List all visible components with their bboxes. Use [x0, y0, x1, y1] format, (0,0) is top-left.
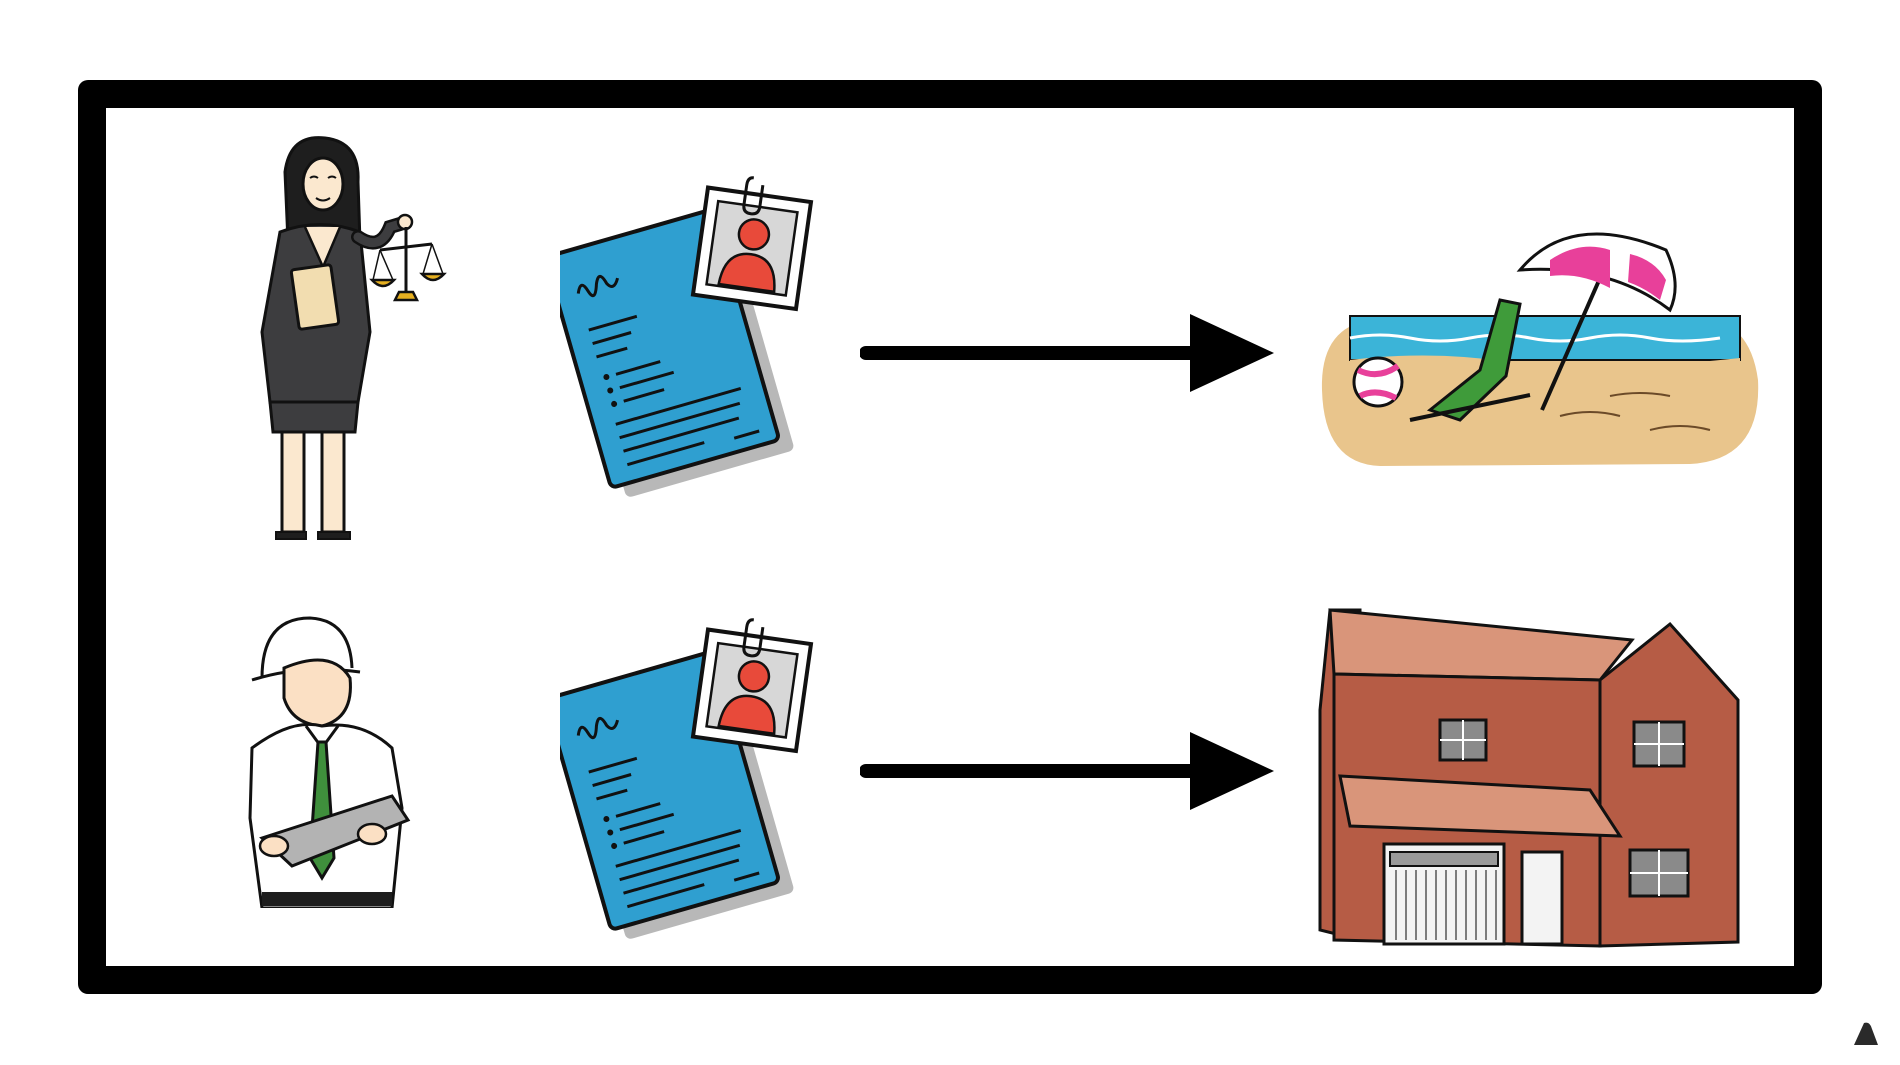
- engineer-icon: [248, 616, 411, 908]
- house-icon: [1318, 608, 1740, 948]
- resume-document-icon: [560, 618, 814, 939]
- lawyer-icon: [260, 136, 447, 540]
- resume-document-icon: [560, 176, 814, 497]
- beach-vacation-icon: [1321, 232, 1759, 466]
- right-arrow-icon: [860, 314, 1274, 392]
- watermark-icon: [1854, 1022, 1878, 1045]
- right-arrow-icon: [860, 732, 1274, 810]
